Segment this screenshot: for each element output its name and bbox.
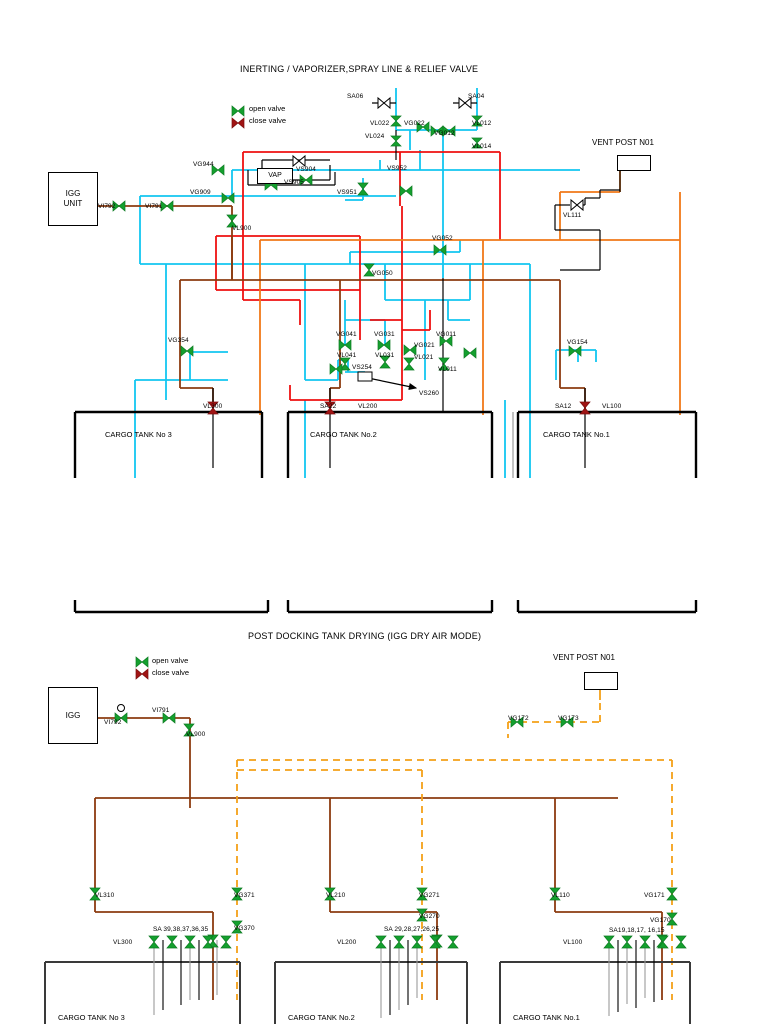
valve-tag-vg909: VG909: [190, 189, 211, 196]
valve-tag-vl041: VL041: [337, 352, 357, 359]
valve-tag-vs260: VS260: [419, 390, 440, 397]
valve-tag-vg170: VG170: [650, 917, 671, 924]
valve-tag-vl300: VL300: [113, 939, 133, 946]
valve-tag-vs952: VS952: [387, 165, 408, 172]
valve-tag-vg370: VG370: [234, 925, 255, 932]
valve-tag-sa04: SA04: [468, 93, 485, 100]
valve-tag-vl024: VL024: [365, 133, 385, 140]
valve-tag-vl021: VL021: [414, 354, 434, 361]
diagram1-title: INERTING / VAPORIZER,SPRAY LINE & RELIEF…: [240, 64, 479, 74]
cargo-tank-3-label-2: CARGO TANK No 3: [58, 1013, 125, 1022]
valve-tag-vg173: VG173: [558, 715, 579, 722]
valve-tag-vl200: VL200: [337, 939, 357, 946]
valve-tag-vl100: VL100: [602, 403, 622, 410]
valve-tag-vg012: VG012: [434, 130, 455, 137]
valve-tag-sa06: SA06: [347, 93, 364, 100]
cargo-tank-3-label: CARGO TANK No 3: [105, 430, 172, 439]
vent-post-box-2[interactable]: [584, 672, 618, 690]
valve-tag-vs951: VS951: [337, 189, 358, 196]
valve-tag-vl200: VL200: [358, 403, 378, 410]
valve-tag-sa22: SA22: [320, 403, 337, 410]
valve-tag-vg354: VG354: [168, 337, 189, 344]
valve-tag-vg031: VG031: [374, 331, 395, 338]
valve-tag-vg172: VG172: [508, 715, 529, 722]
valve-tag-vg052: VG052: [432, 235, 453, 242]
valve-tag-vs904: VS904: [296, 166, 317, 173]
valve-tag-vg041: VG041: [336, 331, 357, 338]
vaporizer-box[interactable]: VAP: [257, 168, 293, 184]
valve-tag-vl900: VL900: [232, 225, 252, 232]
valve-tag-vg011: VG011: [436, 331, 457, 338]
valve-tag-vl022: VL022: [370, 120, 390, 127]
valve-tag-vl031: VL031: [375, 352, 395, 359]
valve-tag-vl110: VL110: [551, 892, 570, 899]
diagram2-valves: [89, 712, 687, 949]
valve-tag-vl100: VL100: [563, 939, 583, 946]
valve-tag-sa3938373635: SA 39,38,37,36,35: [153, 926, 209, 933]
valve-tag-vl310: VL310: [95, 892, 115, 899]
igg-unit-box-2[interactable]: IGG: [48, 687, 98, 744]
valve-tag-vg270: VG270: [419, 913, 440, 920]
cargo-tank-1-label-2: CARGO TANK No.1: [513, 1013, 580, 1022]
valve-tag-vl210: VL210: [326, 892, 346, 899]
valve-tag-vi791: VI791: [145, 203, 163, 210]
valve-tag-vl011: VL011: [438, 366, 457, 373]
diagram1-piping: [73, 88, 698, 614]
valve-tag-vg371: VG371: [234, 892, 255, 899]
valve-tag-vi791: VI791: [152, 707, 170, 714]
valve-tag-vs254: VS254: [352, 364, 373, 371]
valve-tag-vi792: VI792: [98, 203, 116, 210]
diagram2-piping: [44, 688, 691, 1024]
valve-tag-vi792: VI792: [104, 719, 122, 726]
valve-tag-sa2928272625: SA 29,28,27,26,25: [384, 926, 440, 933]
valve-tag-vg021: VG021: [414, 342, 435, 349]
valve-tag-vl300: VL300: [203, 403, 223, 410]
valve-tag-vg171: VG171: [644, 892, 665, 899]
legend-glyphs: [135, 105, 245, 680]
valve-tag-vs905: VS905: [284, 179, 305, 186]
valve-tag-vg022: VG022: [404, 120, 425, 127]
diagram1-legend-open: open valve: [249, 104, 286, 113]
valve-tag-vg154: VG154: [567, 339, 588, 346]
igg-unit-label-2: IGG: [65, 710, 81, 720]
vent-post-label-1: VENT POST N01: [592, 138, 654, 147]
valve-tag-vl900: VL900: [186, 731, 206, 738]
valve-tag-vg944: VG944: [193, 161, 214, 168]
cargo-tank-1-label: CARGO TANK No.1: [543, 430, 610, 439]
diagram2-legend-open: open valve: [152, 656, 189, 665]
diagram2-legend-close: close valve: [152, 668, 190, 677]
cargo-tank-2-label: CARGO TANK No.2: [310, 430, 377, 439]
diagram2-title: POST DOCKING TANK DRYING (IGG DRY AIR MO…: [248, 631, 482, 641]
diagram1-legend-close: close valve: [249, 116, 287, 125]
valve-tag-vg271: VG271: [419, 892, 440, 899]
cargo-tank-2-label-2: CARGO TANK No.2: [288, 1013, 355, 1022]
valve-tag-vg050: VG050: [372, 270, 393, 277]
vent-post-box-1[interactable]: [617, 155, 651, 171]
vent-post-label-2: VENT POST N01: [553, 653, 615, 662]
valve-tag-vl014: VL014: [472, 143, 492, 150]
valve-tag-vl111: VL111: [563, 212, 582, 219]
valve-tag-sa1918171615: SA19,18,17, 16,15: [609, 927, 665, 934]
valve-tag-sa12: SA12: [555, 403, 572, 410]
vaporizer-label: VAP: [268, 171, 282, 179]
valve-tag-vl012: VL012: [472, 120, 492, 127]
